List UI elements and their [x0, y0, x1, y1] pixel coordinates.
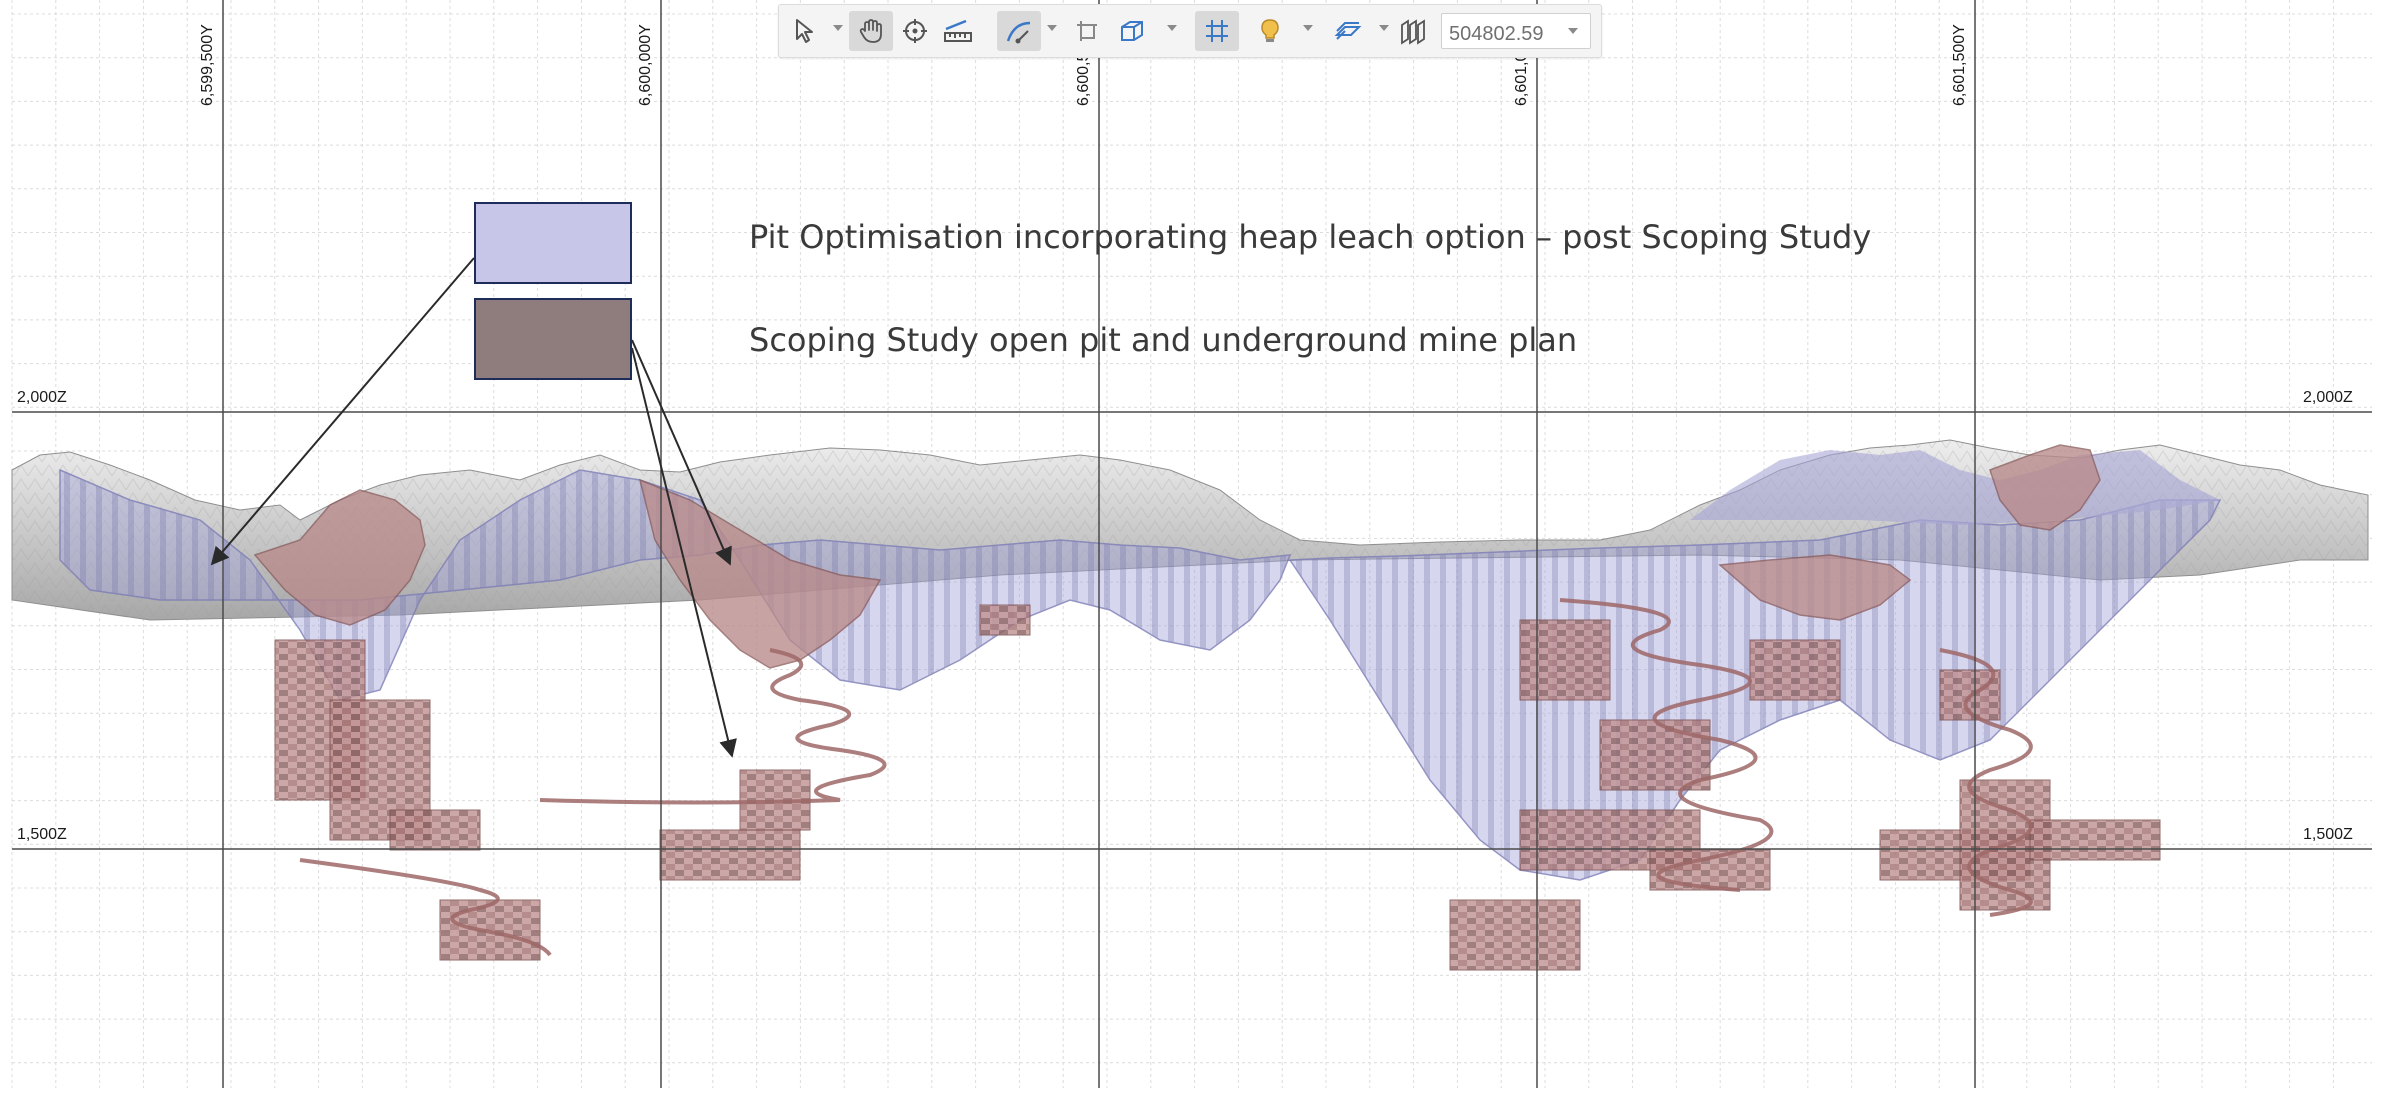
underground-stope-block: [979, 604, 1031, 636]
grid-label-y-6599500: 6,599,500Y: [199, 24, 216, 106]
underground-stope-block: [1749, 639, 1841, 701]
curve-dropdown-icon[interactable]: [1047, 25, 1057, 31]
underground-decline-ramp: [539, 648, 887, 805]
underground-decline-ramp: [299, 858, 552, 957]
underground-stope-block: [389, 809, 481, 851]
layers-dropdown-icon[interactable]: [1379, 25, 1389, 31]
grid-label-y-6601500: 6,601,500Y: [1951, 24, 1968, 106]
minor-grid: [11, 0, 2372, 1088]
pit-optimisation-west: [59, 468, 1292, 701]
legend-arrows: [210, 257, 737, 758]
clip-icon[interactable]: [1069, 11, 1105, 51]
layers-icon[interactable]: [1329, 11, 1367, 51]
select-arrow-icon[interactable]: [787, 11, 823, 51]
pan-hand-icon[interactable]: [849, 11, 893, 51]
coordinate-dropdown-icon[interactable]: [1568, 28, 1578, 34]
underground-decline-ramp: [1559, 598, 1774, 892]
underground-decline-ramp: [1939, 648, 2033, 917]
legend-label-pit-optimisation: Pit Optimisation incorporating heap leac…: [749, 218, 1872, 256]
view-toolbar: 504802.59: [778, 4, 1602, 58]
arrow-scoping-underground: [631, 347, 737, 758]
grid-label-z-1500-right: 1,500Z: [2303, 826, 2353, 843]
grid-label-z-2000-left: 2,000Z: [17, 389, 67, 406]
underground-workings: [274, 598, 2161, 971]
scoping-pit-east-a: [1718, 554, 1912, 621]
scoping-study-pits: [253, 444, 2101, 669]
measure-ruler-icon[interactable]: [939, 11, 977, 51]
grid-label-z-2000-right: 2,000Z: [2303, 389, 2353, 406]
underground-stope-block: [1599, 719, 1711, 791]
underground-stope-block: [1449, 899, 1581, 971]
lighting-dropdown-icon[interactable]: [1303, 25, 1313, 31]
grid-icon[interactable]: [1195, 11, 1239, 51]
coordinate-value-field[interactable]: 504802.59: [1441, 13, 1591, 49]
underground-stope-block: [2029, 819, 2161, 861]
scoping-pit-east-b: [1989, 444, 2101, 531]
bounding-box-icon[interactable]: [1113, 11, 1149, 51]
legend-label-scoping-study: Scoping Study open pit and underground m…: [749, 321, 1578, 359]
scoping-pit-central: [638, 478, 882, 669]
grid-label-z-1500-left: 1,500Z: [17, 826, 67, 843]
underground-stope-block: [1519, 619, 1611, 701]
section-plane-icon[interactable]: [1393, 11, 1431, 51]
pick-crosshair-icon[interactable]: [897, 11, 933, 51]
bounding-box-dropdown-icon[interactable]: [1167, 25, 1177, 31]
arrow-scoping-central: [631, 339, 732, 566]
coordinate-value-text: 504802.59: [1449, 23, 1544, 45]
curve-tool-icon[interactable]: [997, 11, 1041, 51]
legend-swatch-scoping-study: [474, 298, 632, 380]
lighting-bulb-icon[interactable]: [1251, 11, 1289, 51]
scoping-pit-west: [253, 489, 426, 626]
arrow-pit-optimisation: [210, 257, 475, 566]
legend-swatch-pit-optimisation: [474, 202, 632, 284]
major-grid-lines: [12, 0, 2372, 1088]
grid-label-y-6600000: 6,600,000Y: [637, 24, 654, 106]
select-dropdown-icon[interactable]: [833, 25, 843, 31]
underground-stope-block: [659, 829, 801, 881]
